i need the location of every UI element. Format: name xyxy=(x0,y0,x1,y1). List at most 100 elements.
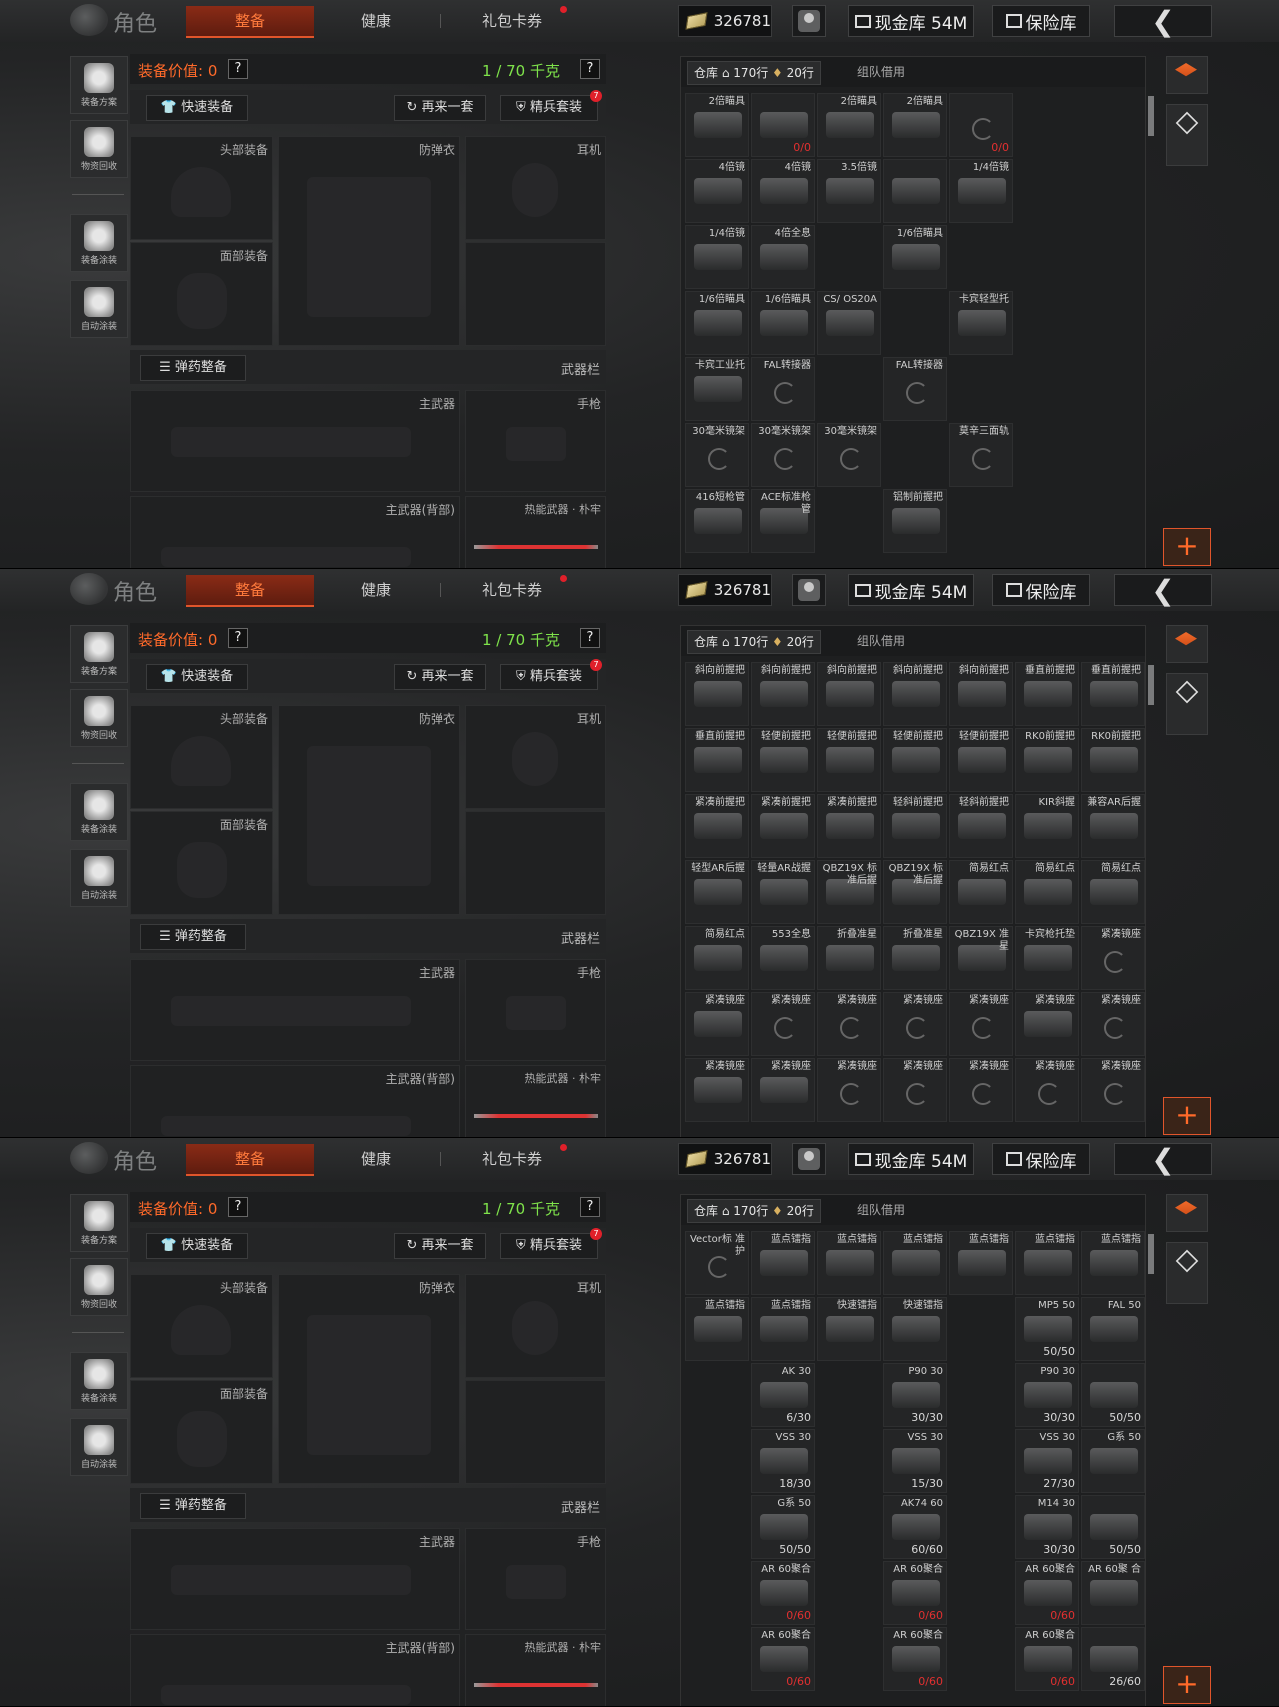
ear-slot[interactable]: 耳机 xyxy=(465,136,606,240)
inventory-cell[interactable]: 快速镭指 xyxy=(883,1297,947,1361)
again-button[interactable]: ↻ 再来一套 xyxy=(394,1233,486,1259)
tab-team-borrow[interactable]: 组队借用 xyxy=(857,1203,906,1217)
back-weapon-slot[interactable]: 主武器(背部) xyxy=(130,1634,460,1706)
inventory-cell[interactable]: 蓝点镭指 xyxy=(751,1297,815,1361)
tab-equip[interactable]: 整备 xyxy=(186,1144,314,1176)
inventory-cell[interactable]: 简易红点 xyxy=(1081,860,1145,924)
melee-slot[interactable]: 热能武器 · 朴牢 xyxy=(465,496,606,568)
empty-slot[interactable] xyxy=(465,242,606,346)
inventory-cell[interactable]: 蓝点镭指 xyxy=(685,1297,749,1361)
inventory-cell[interactable]: 紧凑镜座 xyxy=(1081,1058,1145,1122)
elite-kit-button[interactable]: ⛨ 精兵套装 xyxy=(500,664,598,690)
inventory-cell[interactable]: QBZ19X 标准后握 xyxy=(883,860,947,924)
expand-button[interactable]: + xyxy=(1163,1666,1211,1704)
inventory-cell[interactable] xyxy=(883,159,947,223)
inventory-cell[interactable]: FAL转接器 xyxy=(883,357,947,421)
inventory-cell[interactable]: 垂直前握把 xyxy=(685,728,749,792)
primary-weapon-slot[interactable]: 主武器 xyxy=(130,1528,460,1630)
inventory-cell[interactable]: 蓝点镭指 xyxy=(949,1231,1013,1295)
inventory-cell[interactable]: 1/6倍瞄具 xyxy=(685,291,749,355)
sidebar-equip-scheme[interactable]: 装备方案 xyxy=(70,1194,128,1252)
inventory-cell[interactable]: 0/0 xyxy=(949,93,1013,157)
tab-equip[interactable]: 整备 xyxy=(186,575,314,607)
tab-warehouse[interactable]: 仓库 ⌂ 170行 ♦ 20行 xyxy=(687,630,821,654)
armor-slot[interactable]: 防弹衣 xyxy=(278,136,460,346)
help-icon[interactable]: ? xyxy=(228,1197,248,1217)
stack-button[interactable] xyxy=(1166,625,1208,663)
sidebar-recycle[interactable]: 物资回收 xyxy=(70,120,128,178)
expand-button[interactable]: + xyxy=(1163,1097,1211,1135)
inventory-cell[interactable]: QBZ19X 标准后握 xyxy=(817,860,881,924)
character-button[interactable] xyxy=(792,5,826,37)
sidebar-paint[interactable]: 装备涂装 xyxy=(70,214,128,272)
tab-health[interactable]: 健康 xyxy=(360,1150,391,1168)
sidebar-equip-scheme[interactable]: 装备方案 xyxy=(70,625,128,683)
inventory-cell[interactable]: 0/0 xyxy=(751,93,815,157)
inventory-cell[interactable]: 轻便前握把 xyxy=(817,728,881,792)
inventory-cell[interactable]: 斜向前握把 xyxy=(817,662,881,726)
inventory-cell[interactable]: 紧凑镜座 xyxy=(685,1058,749,1122)
cash-vault-button[interactable]: 现金库 54M xyxy=(848,574,974,606)
elite-kit-button[interactable]: ⛨ 精兵套装 xyxy=(500,1233,598,1259)
tab-gift[interactable]: 礼包卡券 xyxy=(481,581,542,599)
inventory-cell[interactable]: 紧凑前握把 xyxy=(685,794,749,858)
inventory-cell[interactable]: 轻便前握把 xyxy=(751,728,815,792)
ammo-prepare-button[interactable]: ☰ 弹药整备 xyxy=(140,924,246,950)
inventory-cell[interactable]: 3.5倍镜 xyxy=(817,159,881,223)
inventory-cell[interactable]: 紧凑镜座 xyxy=(1015,1058,1079,1122)
back-button[interactable]: ❮ xyxy=(1114,574,1212,607)
inventory-cell[interactable]: 轻斜前握把 xyxy=(949,794,1013,858)
inventory-cell[interactable]: 垂直前握把 xyxy=(1081,662,1145,726)
inventory-cell[interactable]: 30毫米镜架 xyxy=(817,423,881,487)
inventory-cell[interactable]: 4倍镜 xyxy=(751,159,815,223)
help-icon[interactable]: ? xyxy=(228,628,248,648)
elite-kit-button[interactable]: ⛨ 精兵套装 xyxy=(500,95,598,121)
safe-box-button[interactable]: 保险库 xyxy=(992,5,1090,37)
help-icon[interactable]: ? xyxy=(580,1197,600,1217)
sidebar-recycle[interactable]: 物资回收 xyxy=(70,1258,128,1316)
inventory-cell[interactable]: 紧凑前握把 xyxy=(817,794,881,858)
quick-equip-button[interactable]: 👕 快速装备 xyxy=(146,95,248,121)
tab-equip[interactable]: 整备 xyxy=(186,6,314,38)
sidebar-paint[interactable]: 装备涂装 xyxy=(70,1352,128,1410)
sidebar-auto-paint[interactable]: 自动涂装 xyxy=(70,280,128,338)
face-slot[interactable]: 面部装备 xyxy=(130,811,273,915)
inventory-cell[interactable]: 紧凑镜座 xyxy=(1081,992,1145,1056)
inventory-cell[interactable]: 斜向前握把 xyxy=(685,662,749,726)
help-icon[interactable]: ? xyxy=(580,59,600,79)
inventory-cell[interactable]: 轻便前握把 xyxy=(949,728,1013,792)
inventory-cell[interactable]: 紧凑镜座 xyxy=(817,992,881,1056)
quick-equip-button[interactable]: 👕 快速装备 xyxy=(146,664,248,690)
sort-button[interactable] xyxy=(1166,104,1208,166)
back-weapon-slot[interactable]: 主武器(背部) xyxy=(130,496,460,568)
head-slot[interactable]: 头部装备 xyxy=(130,136,273,240)
inventory-cell[interactable]: 紧凑镜座 xyxy=(751,1058,815,1122)
inventory-cell[interactable]: RK0前握把 xyxy=(1015,728,1079,792)
tab-gift[interactable]: 礼包卡券 xyxy=(481,12,542,30)
inventory-cell[interactable]: 紧凑镜座 xyxy=(1081,926,1145,990)
quick-equip-button[interactable]: 👕 快速装备 xyxy=(146,1233,248,1259)
pistol-slot[interactable]: 手枪 xyxy=(465,959,606,1061)
head-slot[interactable]: 头部装备 xyxy=(130,705,273,809)
tab-team-borrow[interactable]: 组队借用 xyxy=(857,634,906,648)
inventory-cell[interactable]: 蓝点镭指 xyxy=(1015,1231,1079,1295)
inventory-cell[interactable]: 紧凑镜座 xyxy=(685,992,749,1056)
cash-vault-button[interactable]: 现金库 54M xyxy=(848,5,974,37)
melee-slot[interactable]: 热能武器 · 朴牢 xyxy=(465,1634,606,1706)
inventory-cell[interactable]: KIR斜握 xyxy=(1015,794,1079,858)
melee-slot[interactable]: 热能武器 · 朴牢 xyxy=(465,1065,606,1137)
help-icon[interactable]: ? xyxy=(228,59,248,79)
inventory-cell[interactable]: 简易红点 xyxy=(1015,860,1079,924)
inventory-cell[interactable]: 轻斜前握把 xyxy=(883,794,947,858)
inventory-cell[interactable]: 简易红点 xyxy=(949,860,1013,924)
safe-box-button[interactable]: 保险库 xyxy=(992,1143,1090,1175)
